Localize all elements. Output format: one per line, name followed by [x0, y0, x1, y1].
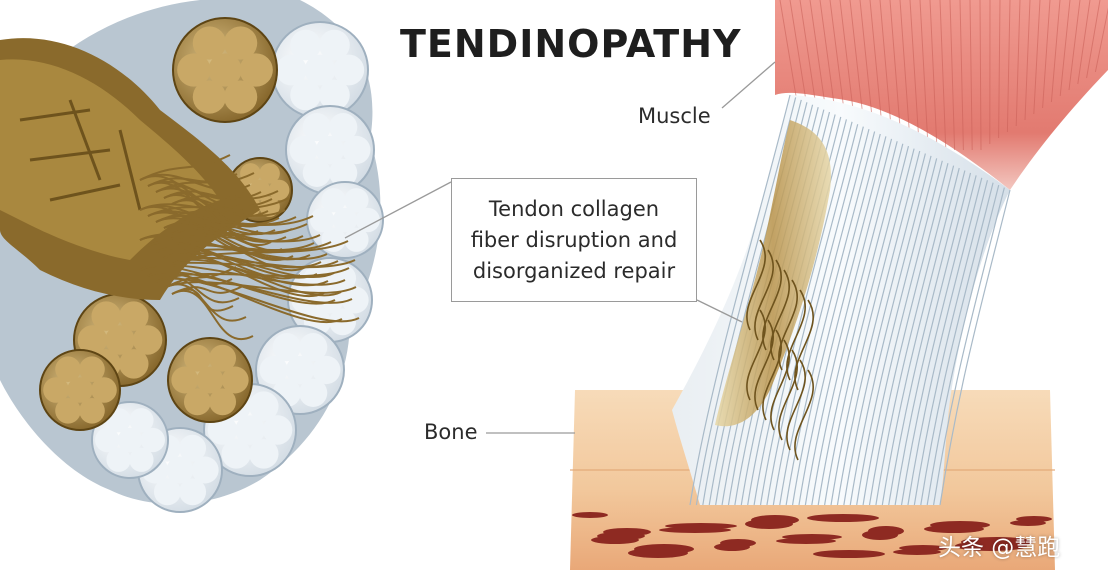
callout-line: disorganized repair [472, 258, 676, 283]
muscle-tendon-bone [570, 0, 1108, 570]
bone-marrow [572, 512, 1052, 558]
muscle [775, 0, 1108, 190]
callout-line: fiber disruption and [470, 227, 678, 252]
diagram-title: TENDINOPATHY [400, 22, 742, 66]
callout-box: Tendon collagen fiber disruption and dis… [451, 178, 697, 302]
callout-leader-left [344, 181, 452, 239]
muscle-leader [721, 61, 776, 109]
damaged-fascicles [39, 17, 293, 431]
muscle-label: Muscle [638, 104, 711, 128]
callout-leader-right [696, 299, 743, 323]
watermark: 头条 @慧跑 [938, 535, 1061, 561]
disrupted-collagen-fibers [139, 154, 360, 340]
callout-text: Tendon collagen fiber disruption and dis… [454, 194, 694, 287]
fiber-bundle-cross-section [0, 0, 384, 513]
bone-label: Bone [424, 420, 478, 444]
callout-line: Tendon collagen [488, 196, 660, 221]
